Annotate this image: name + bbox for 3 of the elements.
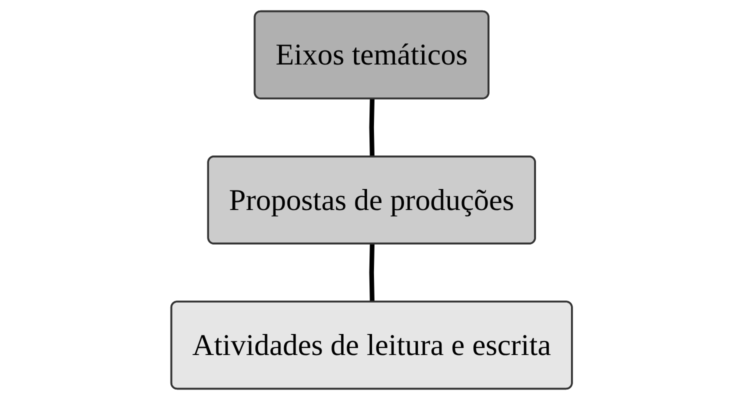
connector (370, 98, 375, 158)
connector (370, 244, 375, 302)
flowchart: Eixos temáticos Propostas de produções Atividades de leitura e escrita (162, 2, 582, 398)
